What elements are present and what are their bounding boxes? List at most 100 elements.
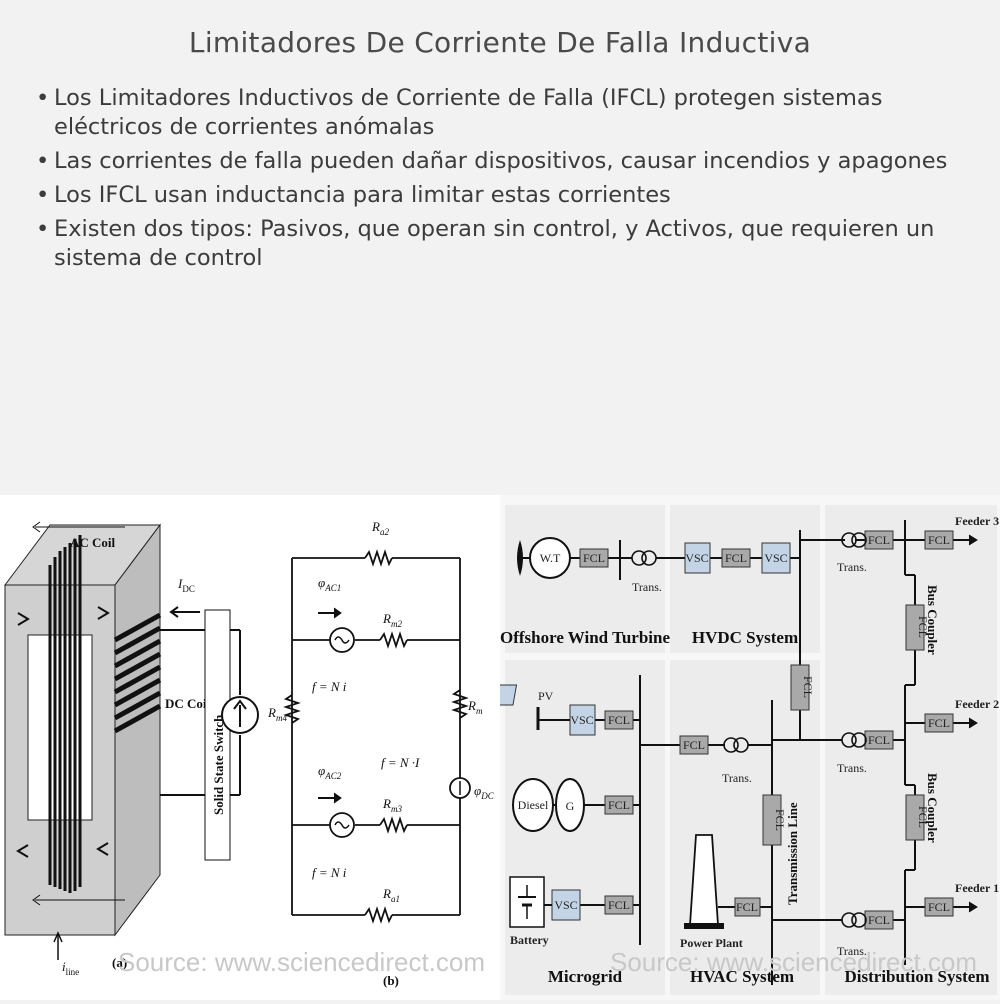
hvdc-caption: HVDC System (692, 628, 798, 647)
battery-label: Battery (510, 933, 549, 947)
transformer-icons (631, 532, 867, 928)
phi-ac2-label: φAC2 (318, 763, 342, 781)
ac-coil (48, 535, 82, 893)
trans-label: Trans. (632, 580, 662, 594)
phi-dc-label: φDC (474, 783, 495, 801)
ifcl-circuit-diagram: AC Coil DC Coil Solid State Switch IDC i… (4, 519, 495, 988)
page-title: Limitadores De Corriente De Falla Induct… (188, 26, 812, 59)
trans-label: Trans. (837, 560, 867, 574)
offshore-section (505, 505, 665, 653)
bullet-item: Existen dos tipos: Pasivos, que operan s… (36, 215, 966, 273)
svg-text:FCL: FCL (773, 809, 787, 831)
bullet-item: Las corrientes de falla pueden dañar dis… (36, 147, 966, 176)
figure-label-b: (b) (383, 973, 399, 988)
fcl-boxes: FCL FCL FCL FCL FCL FCL FCL FCL FCL FCL (579, 530, 954, 930)
flux-arrow-icon (16, 844, 29, 858)
feeder-2-label: Feeder 2 (955, 697, 999, 711)
r-a2-label: Ra2 (371, 519, 389, 537)
bus-coupler-label: Bus Coupler (925, 585, 940, 655)
idc-label: IDC (177, 576, 195, 594)
ac-coil-label: AC Coil (70, 535, 116, 550)
diesel-label: Diesel (518, 798, 549, 812)
svg-text:FCL: FCL (916, 616, 930, 638)
power-plant-icon (689, 834, 719, 926)
arrow-right-icon (333, 792, 342, 804)
wt-label: W.T (540, 551, 561, 565)
mmf-source-icon (334, 636, 350, 644)
bullet-list: Los Limitadores Inductivos de Corriente … (36, 84, 966, 278)
source-watermark: Source: www.sciencedirect.com (610, 947, 977, 977)
arrow-left-icon (32, 894, 41, 906)
arrow-left-icon (32, 521, 41, 533)
svg-text:VSC: VSC (764, 551, 787, 565)
f-dc-label: f = N ·I (381, 755, 420, 770)
feeder-1-label: Feeder 1 (955, 881, 999, 895)
dc-coil (113, 612, 162, 734)
svg-text:VSC: VSC (570, 713, 593, 727)
source-watermark: Source: www.sciencedirect.com (118, 947, 485, 977)
trans-label: Trans. (837, 761, 867, 775)
hvac-caption: HVAC System (690, 967, 794, 986)
svg-text:FCL: FCL (608, 713, 630, 727)
vsc-boxes: VSC VSC VSC VSC (551, 542, 791, 921)
dc-coil-label: DC Coil (165, 696, 211, 711)
trans-label: Trans. (722, 771, 752, 785)
svg-text:FCL: FCL (868, 913, 890, 927)
svg-text:FCL: FCL (928, 716, 950, 730)
solid-state-switch-label: Solid State Switch (211, 714, 226, 815)
arrow-left-icon (169, 606, 179, 618)
r-m4-label: Rm4 (267, 705, 287, 723)
fcl-power-system-figure: W.T FCL FCL FCL FCL FCL FCL FCL FCL (482, 495, 1000, 1000)
hvdc-section (670, 505, 820, 653)
svg-text:FCL: FCL (928, 900, 950, 914)
flux-arrow-icon (17, 612, 30, 626)
flux-arrow-icon (96, 842, 109, 856)
transmission-line-label: Transmission Line (785, 802, 800, 905)
battery-icon (509, 876, 545, 928)
svg-text:FCL: FCL (583, 551, 605, 565)
ifcl-circuit-figure: AC Coil DC Coil Solid State Switch IDC i… (0, 495, 500, 1000)
solid-state-switch (204, 609, 231, 861)
svg-text:FCL: FCL (608, 898, 630, 912)
generator-label: G (566, 799, 575, 813)
svg-text:FCL: FCL (868, 533, 890, 547)
hvac-section (670, 660, 820, 995)
generator-icon (555, 778, 585, 832)
microgrid-caption: Microgrid (548, 967, 623, 986)
flux-arrow-icon (97, 606, 110, 620)
pv-label: PV (538, 689, 554, 703)
f-ac1-label: f = N i (312, 679, 347, 694)
distribution-section (825, 505, 997, 995)
fcl-power-system-diagram: W.T FCL FCL FCL FCL FCL FCL FCL FCL (482, 505, 999, 995)
arrow-right-icon (968, 717, 978, 729)
power-plant-label: Power Plant (680, 936, 743, 950)
bus-coupler-label: Bus Coupler (925, 773, 940, 843)
arrow-right-icon (333, 607, 342, 619)
svg-text:FCL: FCL (736, 900, 758, 914)
phi-ac1-label: φAC1 (318, 575, 341, 593)
svg-text:FCL: FCL (608, 798, 630, 812)
figure-label-a: (a) (112, 955, 127, 970)
distribution-caption: Distribution System (845, 967, 990, 986)
arrow-right-icon (968, 534, 978, 546)
svg-text:FCL: FCL (683, 738, 705, 752)
arrow-up-icon (233, 699, 247, 710)
r-a1-label: Ra1 (382, 886, 400, 904)
arrow-up-icon (53, 931, 63, 943)
iline-label: iline (62, 959, 79, 977)
svg-text:FCL: FCL (916, 806, 930, 828)
svg-text:VSC: VSC (554, 898, 577, 912)
trans-label: Trans. (837, 944, 867, 958)
bullet-item: Los Limitadores Inductivos de Corriente … (36, 84, 966, 142)
svg-text:VSC: VSC (685, 551, 708, 565)
svg-text:FCL: FCL (725, 551, 747, 565)
svg-text:FCL: FCL (868, 733, 890, 747)
svg-text:FCL: FCL (928, 533, 950, 547)
bullet-item: Los IFCL usan inductancia para limitar e… (36, 181, 966, 210)
figure: AC Coil DC Coil Solid State Switch IDC i… (0, 495, 1000, 1000)
f-ac2-label: f = N i (312, 865, 347, 880)
mmf-source-icon (334, 821, 350, 829)
r-m2-label: Rm2 (382, 611, 402, 629)
offshore-caption: Offshore Wind Turbine (500, 628, 670, 647)
power-plant-base (684, 923, 724, 929)
